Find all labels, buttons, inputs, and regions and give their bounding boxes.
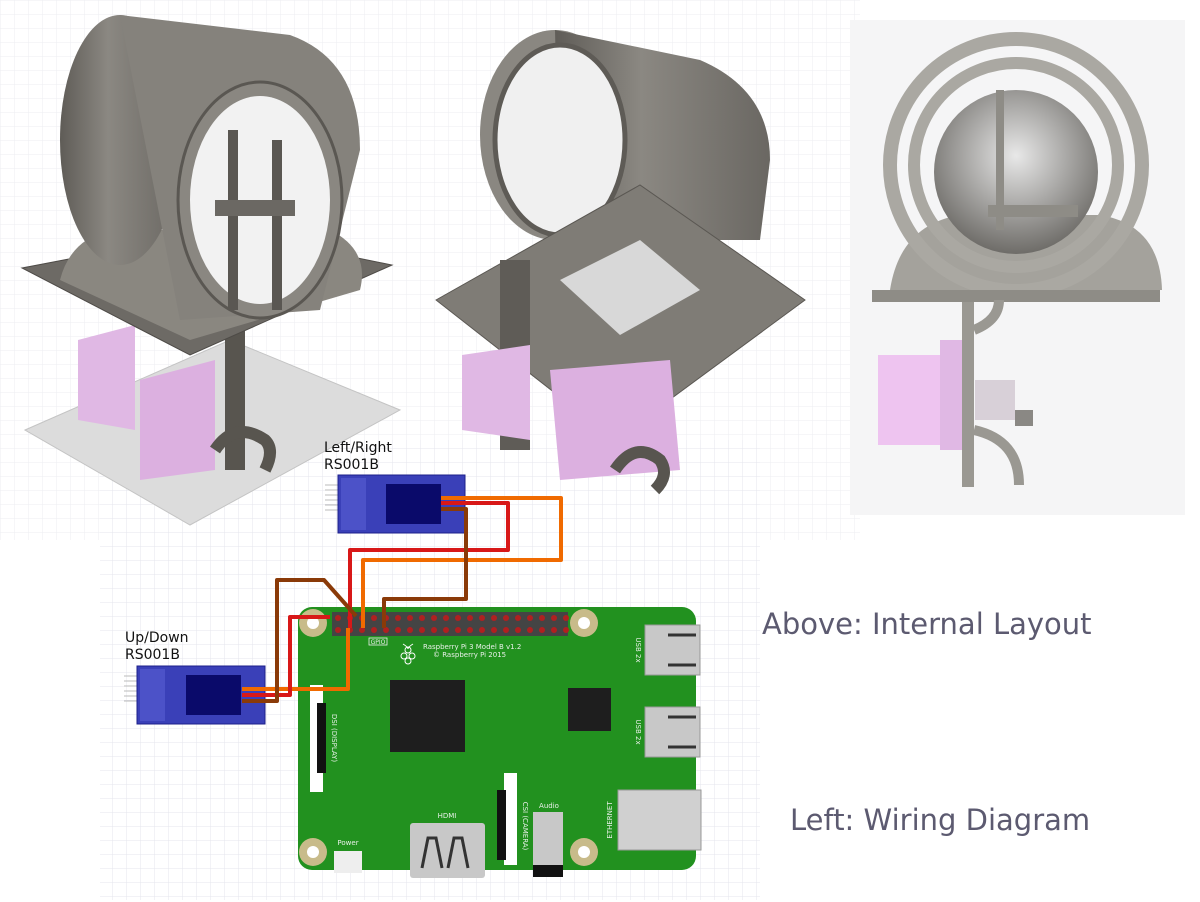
gpio-pin (359, 627, 365, 633)
board-title: Raspberry Pi 3 Model B v1.2 (423, 643, 521, 651)
gpio-pin (431, 627, 437, 633)
gpio-pin (479, 615, 485, 621)
gpio-pin (383, 627, 389, 633)
cad-view-isometric-right (435, 30, 806, 495)
gpio-pin (455, 627, 461, 633)
servo-name: Left/Right (324, 440, 392, 456)
servo-model: RS001B (125, 647, 180, 663)
dsi-label: DSI (DISPLAY) (330, 714, 338, 763)
gpio-pin (515, 615, 521, 621)
gpio-pin (335, 627, 341, 633)
gpio-pin (539, 627, 545, 633)
gpio-pin (419, 615, 425, 621)
servo-left-right (325, 474, 466, 534)
gpio-header (332, 612, 568, 636)
servo-up-down (124, 665, 266, 725)
gpio-pin (407, 627, 413, 633)
gpio-pin (335, 615, 341, 621)
servo-name: Up/Down (125, 630, 189, 646)
gpio-label: GPIO (371, 639, 386, 646)
gpio-pin (503, 627, 509, 633)
power-label: Power (337, 839, 358, 847)
lan-chip (568, 688, 611, 731)
wires (242, 496, 563, 703)
gpio-pin (467, 615, 473, 621)
csi-connector (504, 773, 517, 865)
wire-ud-ground (242, 578, 358, 703)
cad-view-isometric-left (20, 15, 402, 526)
cad-view-side (872, 32, 1162, 487)
servo-left-right-label: Left/Right RS001B (324, 440, 392, 474)
raspberry-logo-icon (400, 643, 416, 665)
usb-port-2 (644, 706, 701, 758)
wire-ud-power (242, 615, 330, 697)
usb-label-2: USB 2x (634, 719, 642, 744)
wire-lr-signal (361, 496, 563, 628)
gpio-pin (503, 615, 509, 621)
ethernet-label: ETHERNET (606, 801, 614, 839)
gpio-pin (431, 615, 437, 621)
gpio-pin (491, 615, 497, 621)
raspberry-pi-board: GPIO Raspberry Pi 3 Model B v1.2 © Raspb… (298, 607, 702, 878)
gpio-pin (551, 615, 557, 621)
ethernet-port (617, 789, 702, 851)
wire-lr-power (348, 501, 510, 628)
gpio-pin (407, 615, 413, 621)
gpio-pin (563, 615, 569, 621)
gpio-pin (455, 615, 461, 621)
gpio-pin (371, 615, 377, 621)
gpio-pins (335, 615, 569, 633)
soc-chip (390, 680, 465, 752)
gpio-pin (443, 615, 449, 621)
audio-label: Audio (539, 802, 559, 810)
usb-port-1 (644, 624, 701, 676)
gpio-pin (419, 627, 425, 633)
gpio-pin (479, 627, 485, 633)
wire-lr-ground (382, 507, 468, 628)
gpio-pin (539, 615, 545, 621)
gpio-pin (467, 627, 473, 633)
gpio-pin (563, 627, 569, 633)
servo-model: RS001B (324, 457, 379, 473)
caption-internal-layout: Above: Internal Layout (762, 607, 1092, 641)
hdmi-port (410, 823, 485, 878)
hdmi-label: HDMI (438, 812, 457, 820)
gpio-pin (515, 627, 521, 633)
gpio-pin (443, 627, 449, 633)
gpio-pin (371, 627, 377, 633)
gpio-pin (527, 627, 533, 633)
usb-label-1: USB 2x (634, 637, 642, 662)
caption-wiring-diagram: Left: Wiring Diagram (790, 803, 1091, 837)
gpio-pin (527, 615, 533, 621)
servo-up-down-label: Up/Down RS001B (125, 630, 189, 664)
gpio-label-box (368, 637, 388, 646)
gpio-pin (395, 627, 401, 633)
csi-label: CSI (CAMERA) (521, 802, 529, 851)
gpio-pin (395, 615, 401, 621)
board-copyright: © Raspberry Pi 2015 (433, 651, 506, 659)
power-port (334, 851, 362, 873)
gpio-pin (551, 627, 557, 633)
gpio-pin (491, 627, 497, 633)
